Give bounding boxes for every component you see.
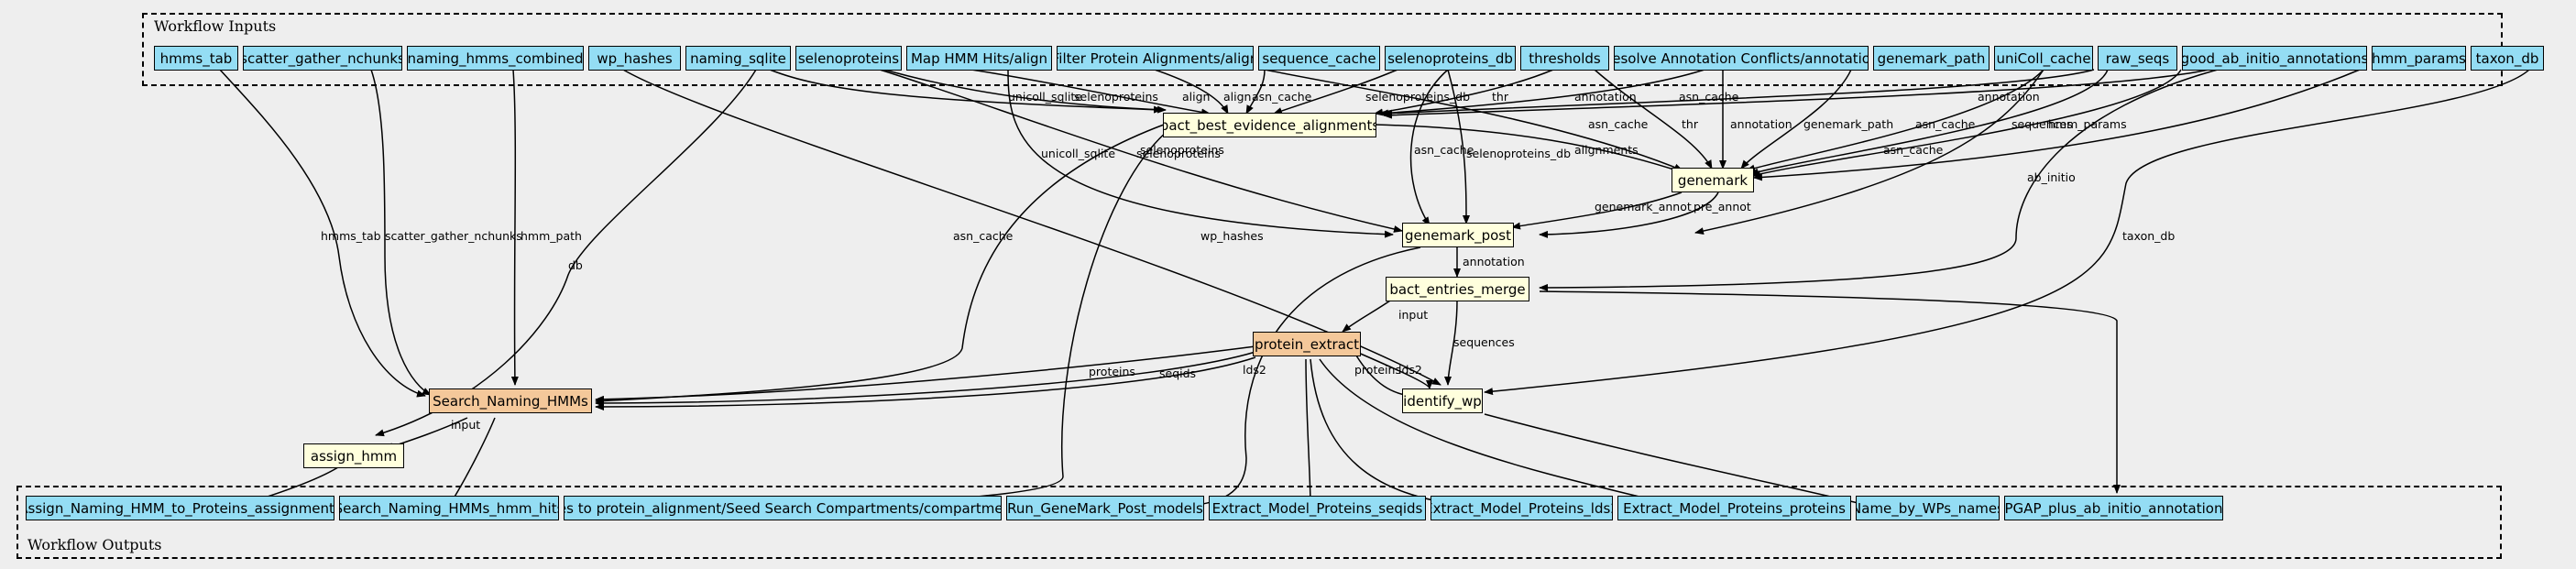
step-genemark[interactable]: genemark: [1672, 168, 1754, 192]
input-hmm-params[interactable]: hmm_params: [2372, 46, 2466, 71]
output-search-naming-hmms-hmm-hits[interactable]: Search_Naming_HMMs_hmm_hits: [339, 496, 559, 520]
edge-label-selenoproteins-db-1: selenoproteins_db: [1365, 90, 1470, 104]
step-bact-best-evidence-alignments[interactable]: bact_best_evidence_alignments: [1163, 113, 1376, 137]
input-selenoproteins-db[interactable]: selenoproteins_db: [1385, 46, 1516, 71]
edge-label-pre-annot: pre_annot: [1694, 200, 1751, 213]
edge-label-thr-2: thr: [1682, 117, 1699, 131]
edge-label-scatter-gather-nchunks: scatter_gather_nchunks: [385, 229, 522, 243]
edge-label-annotation-1: annotation: [1574, 90, 1637, 104]
edge-label-genemark-annot: genemark_annot: [1595, 200, 1692, 213]
input-resolve-annotation-conflicts-annotation[interactable]: Resolve Annotation Conflicts/annotation: [1614, 46, 1869, 71]
edge-label-sequences: sequences: [2011, 117, 2073, 131]
edge-label-sequences-2: sequences: [1453, 335, 1515, 349]
edge-label-hmm-params: hmm_params: [2048, 117, 2127, 131]
edge-label-thr-1: thr: [1492, 90, 1509, 104]
input-scatter-gather-nchunks[interactable]: scatter_gather_nchunks: [243, 46, 402, 71]
output-assign-naming-hmm-to-proteins-assignments[interactable]: Assign_Naming_HMM_to_Proteins_assignment…: [26, 496, 334, 520]
edge-label-annotation-3: annotation: [1978, 90, 2040, 104]
output-seed-search-compartments[interactable]: goes to protein_alignment/Seed Search Co…: [564, 496, 1002, 520]
step-assign-hmm[interactable]: assign_hmm: [303, 443, 404, 468]
workflow-outputs-cluster: [16, 486, 2502, 559]
edge-label-seqids: seqids: [1159, 367, 1196, 380]
input-unicoll-cache[interactable]: uniColl_cache: [1994, 46, 2093, 71]
input-map-hmm-hits-align[interactable]: Map HMM Hits/align: [906, 46, 1052, 71]
edge-label-genemark-path: genemark_path: [1803, 117, 1893, 131]
edge-label-selenoproteins-db-2: selenoproteins_db: [1466, 147, 1571, 160]
output-extract-model-proteins-proteins[interactable]: Extract_Model_Proteins_proteins: [1617, 496, 1851, 520]
edge-label-asn-cache-2: asn_cache: [1588, 117, 1649, 131]
edge-label-asn-cache-5: asn_cache: [1883, 143, 1944, 157]
edge-label-ab-initio: ab_initio: [2027, 170, 2076, 184]
step-genemark-post[interactable]: genemark_post: [1402, 223, 1514, 247]
edge-label-taxon-db: taxon_db: [2122, 229, 2175, 243]
output-pgap-plus-ab-initio-annotation[interactable]: PGAP_plus_ab_initio_annotation: [2004, 496, 2223, 520]
input-raw-seqs[interactable]: raw_seqs: [2098, 46, 2177, 71]
edge-label-lds2-1: lds2: [1243, 363, 1266, 377]
step-bact-entries-merge[interactable]: bact_entries_merge: [1386, 277, 1529, 301]
edge-label-selenoproteins-3: selenoproteins: [1140, 143, 1224, 157]
edge-label-wp-hashes: wp_hashes: [1200, 229, 1264, 243]
input-filter-protein-alignments-align[interactable]: Filter Protein Alignments/align: [1057, 46, 1254, 71]
edge-label-input-1: input: [1398, 308, 1428, 322]
step-search-naming-hmms[interactable]: Search_Naming_HMMs: [429, 388, 592, 413]
edge-label-unicoll-sqlite-2: unicoll_sqlite: [1041, 147, 1115, 160]
output-extract-model-proteins-lds2[interactable]: Extract_Model_Proteins_lds2: [1431, 496, 1613, 520]
edge-label-unicoll-sqlite-1: unicoll_sqlite: [1008, 90, 1082, 104]
step-protein-extract[interactable]: protein_extract: [1253, 332, 1361, 356]
edge-label-input-2: input: [451, 418, 480, 432]
edge-label-alignments: alignments: [1574, 143, 1639, 157]
edge-label-lds2-2: lds2: [1398, 363, 1422, 377]
step-identify-wp[interactable]: identify_wp: [1402, 388, 1483, 413]
edge-label-align-2: align: [1223, 90, 1251, 104]
input-hmms-tab[interactable]: hmms_tab: [154, 46, 238, 71]
edge-label-asn-cache-1: asn_cache: [1252, 90, 1312, 104]
edge-label-proteins-1: proteins: [1089, 365, 1135, 378]
input-genemark-path[interactable]: genemark_path: [1873, 46, 1990, 71]
input-taxon-db[interactable]: taxon_db: [2471, 46, 2544, 71]
input-naming-hmms-combined[interactable]: naming_hmms_combined: [407, 46, 584, 71]
input-naming-sqlite[interactable]: naming_sqlite: [685, 46, 791, 71]
edge-label-proteins-2: proteins: [1354, 363, 1401, 377]
edge-label-asn-cache-6: asn_cache: [953, 229, 1014, 243]
output-run-genemark-post-models[interactable]: Run_GeneMark_Post_models: [1006, 496, 1204, 520]
edge-label-hmms-tab: hmms_tab: [321, 229, 381, 243]
input-wp-hashes[interactable]: wp_hashes: [588, 46, 681, 71]
edge-label-annotation-2: annotation: [1730, 117, 1792, 131]
edge-label-selenoproteins-1: selenoproteins: [1074, 90, 1158, 104]
input-thresholds[interactable]: thresholds: [1520, 46, 1609, 71]
input-sequence-cache[interactable]: sequence_cache: [1258, 46, 1380, 71]
workflow-inputs-label: Workflow Inputs: [154, 17, 277, 35]
edge-label-asn-cache-4: asn_cache: [1915, 117, 1976, 131]
edge-label-db: db: [568, 258, 583, 272]
output-extract-model-proteins-seqids[interactable]: Extract_Model_Proteins_seqids: [1209, 496, 1426, 520]
edge-label-asn-cache-8: asn_cache: [1414, 143, 1474, 157]
edge-label-align-1: align: [1182, 90, 1210, 104]
output-name-by-wps-names[interactable]: Name_by_WPs_names: [1856, 496, 2000, 520]
input-good-ab-initio-annotations[interactable]: good_ab_initio_annotations: [2182, 46, 2367, 71]
edge-label-hmm-path: hmm_path: [521, 229, 582, 243]
edge-label-selenoproteins-2: selenoproteins: [1136, 147, 1221, 160]
edge-label-annotation-4: annotation: [1463, 255, 1525, 268]
workflow-outputs-label: Workflow Outputs: [27, 536, 162, 553]
input-selenoproteins[interactable]: selenoproteins: [795, 46, 902, 71]
edge-label-asn-cache-3: asn_cache: [1679, 90, 1739, 104]
